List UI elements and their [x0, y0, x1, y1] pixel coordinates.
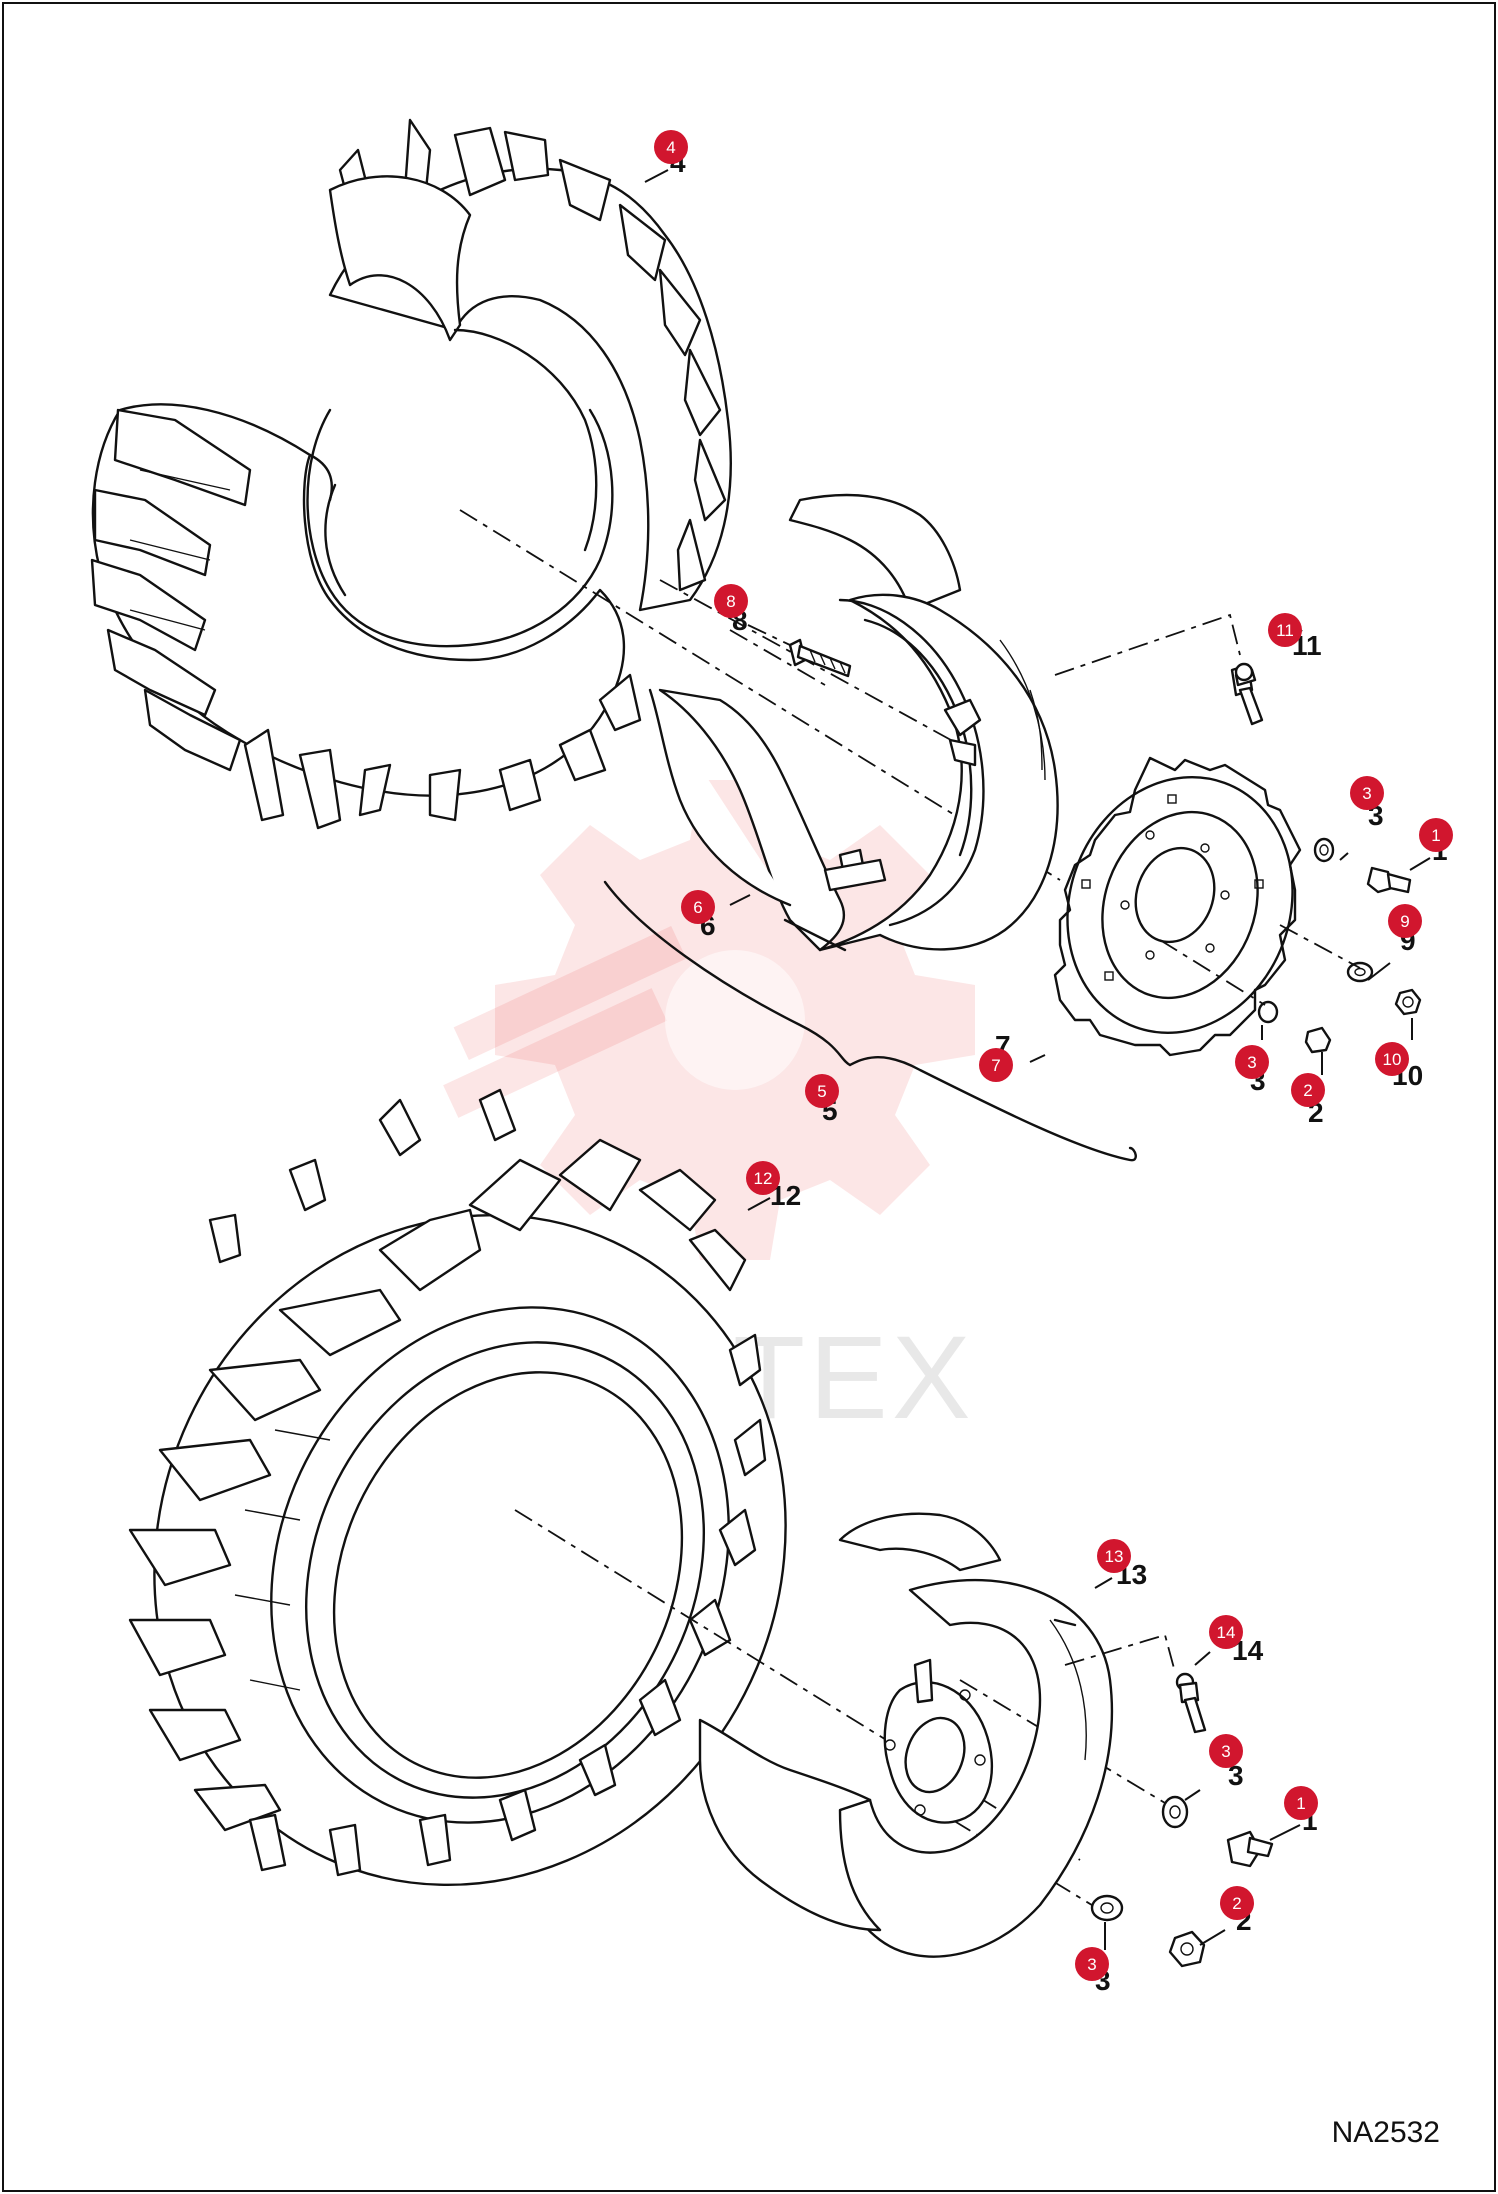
valve-stem-14: [1175, 1672, 1207, 1734]
svg-text:2: 2: [1232, 1894, 1241, 1913]
callout-7: 7: [979, 1048, 1013, 1082]
hardware-top: [1257, 837, 1422, 1054]
tire-rear-bottom: [128, 1088, 787, 1887]
callout-10: 10: [1375, 1042, 1409, 1076]
callout-2: 2: [1220, 1886, 1254, 1920]
callout-1: 1: [1284, 1786, 1318, 1820]
svg-text:14: 14: [1217, 1623, 1236, 1642]
callout-2: 2: [1291, 1073, 1325, 1107]
svg-text:4: 4: [666, 138, 675, 157]
callout-14: 14: [1209, 1615, 1243, 1649]
svg-text:9: 9: [1400, 912, 1409, 931]
callout-6: 6: [681, 890, 715, 924]
callout-3: 3: [1350, 776, 1384, 810]
hardware-bottom: [1090, 1795, 1274, 1968]
drawing-reference: NA2532: [1332, 2116, 1440, 2149]
svg-text:7: 7: [991, 1056, 1000, 1075]
svg-text:1: 1: [1431, 826, 1440, 845]
rim-13: [698, 1512, 1114, 1958]
callout-4: 4: [654, 130, 688, 164]
svg-text:3: 3: [1228, 1760, 1244, 1791]
svg-text:3: 3: [1087, 1955, 1096, 1974]
svg-text:2: 2: [1303, 1081, 1312, 1100]
svg-text:8: 8: [726, 592, 735, 611]
callout-3: 3: [1075, 1947, 1109, 1981]
tire-front-top: [90, 118, 732, 830]
svg-text:10: 10: [1383, 1050, 1402, 1069]
callout-3: 3: [1235, 1045, 1269, 1079]
callout-13: 13: [1097, 1539, 1131, 1573]
valve-stem-11: [1230, 662, 1264, 726]
bolt-8: [788, 638, 852, 678]
callout-1: 1: [1419, 818, 1453, 852]
assembly-brace-5: [603, 880, 1137, 1162]
svg-text:1: 1: [1296, 1794, 1305, 1813]
callout-5: 5: [805, 1074, 839, 1108]
svg-text:5: 5: [817, 1082, 826, 1101]
callout-markers: 4 8 11 3 1 6 9 7 3 2 10 5 12 13 14 3 1 2…: [654, 130, 1453, 1981]
svg-text:3: 3: [1247, 1053, 1256, 1072]
rim-6: [648, 493, 1059, 952]
svg-text:6: 6: [693, 898, 702, 917]
callout-9: 9: [1388, 904, 1422, 938]
svg-text:13: 13: [1105, 1547, 1124, 1566]
callout-8: 8: [714, 584, 748, 618]
svg-text:12: 12: [754, 1169, 773, 1188]
callout-11: 11: [1268, 613, 1302, 647]
svg-text:3: 3: [1362, 784, 1371, 803]
center-disc-7: [1053, 756, 1302, 1057]
svg-text:11: 11: [1276, 621, 1294, 640]
svg-text:3: 3: [1221, 1742, 1230, 1761]
centerline-bottom: [514, 1509, 1081, 1861]
callout-12: 12: [746, 1161, 780, 1195]
callout-3: 3: [1209, 1734, 1243, 1768]
